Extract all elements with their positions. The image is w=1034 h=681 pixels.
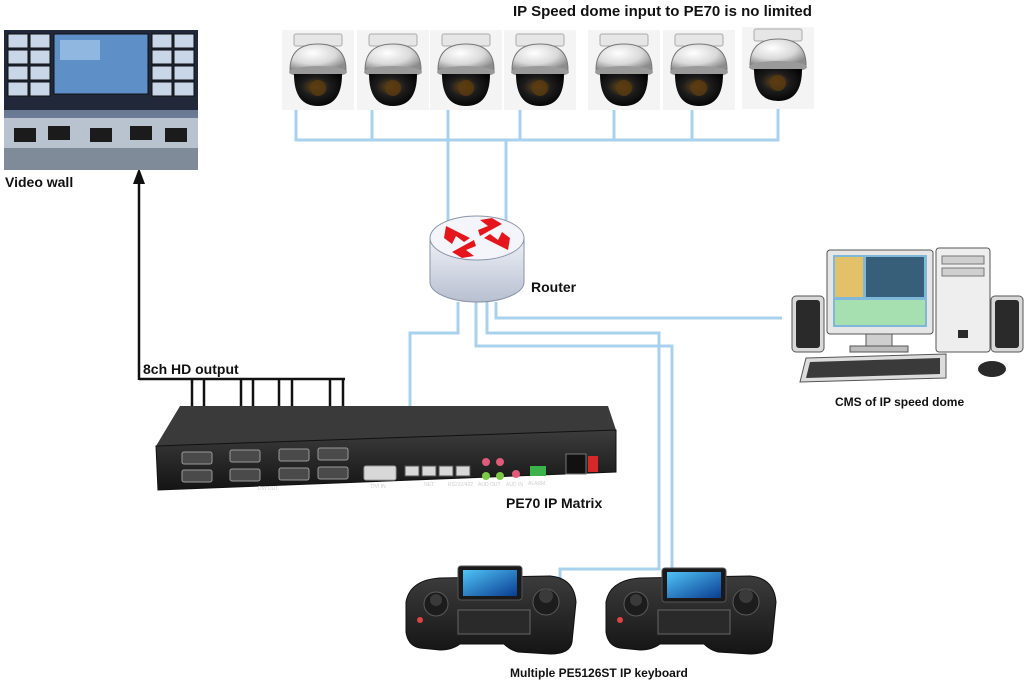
- video-wall-image: [4, 30, 198, 170]
- cms-computer: [791, 247, 1024, 383]
- speed-dome-camera: [588, 30, 660, 110]
- router-to-keyboard-line: [485, 302, 661, 590]
- speed-dome-camera: [282, 30, 354, 110]
- speed-dome-camera: [357, 30, 429, 110]
- speed-dome-camera: [430, 30, 502, 110]
- router-icon: [429, 215, 525, 303]
- video-wall-label: Video wall: [5, 174, 74, 190]
- alarm-label: ALARM: [528, 481, 545, 487]
- hd-output-arrowhead: [133, 168, 145, 184]
- ip-keyboard-device: [405, 565, 577, 655]
- net-label: NET: [424, 482, 434, 488]
- matrix-label: PE70 IP Matrix: [506, 495, 603, 511]
- keyboard-label: Multiple PE5126ST IP keyboard: [510, 666, 688, 680]
- router-to-cms-line: [494, 302, 782, 320]
- router-to-keyboard-line: [474, 302, 674, 588]
- audio-out-label: AUD OUT: [478, 482, 501, 488]
- audio-in-label: AUD IN: [506, 482, 523, 488]
- dome-bus-line: [294, 108, 780, 142]
- ip-keyboard-device: [605, 567, 777, 655]
- matrix-panel-labels: DVI OUT DVI IN NET RS232/422 AUD OUT AUD…: [258, 481, 545, 492]
- router-to-matrix-line: [408, 302, 460, 470]
- dvi-out-label: DVI OUT: [258, 486, 278, 492]
- rs232-label: RS232/422: [448, 482, 473, 488]
- cms-label: CMS of IP speed dome: [835, 395, 965, 409]
- hd-output-label: 8ch HD output: [143, 361, 239, 377]
- router-arrows: [444, 218, 510, 258]
- network-lines: [294, 108, 782, 590]
- router-label: Router: [531, 279, 577, 295]
- speed-dome-camera: [663, 30, 735, 110]
- speed-dome-camera: [742, 27, 814, 109]
- dvi-in-label: DVI IN: [371, 484, 386, 490]
- diagram-title: IP Speed dome input to PE70 is no limite…: [513, 3, 812, 20]
- pe70-matrix-device: [155, 406, 617, 491]
- speed-dome-camera: [504, 30, 576, 110]
